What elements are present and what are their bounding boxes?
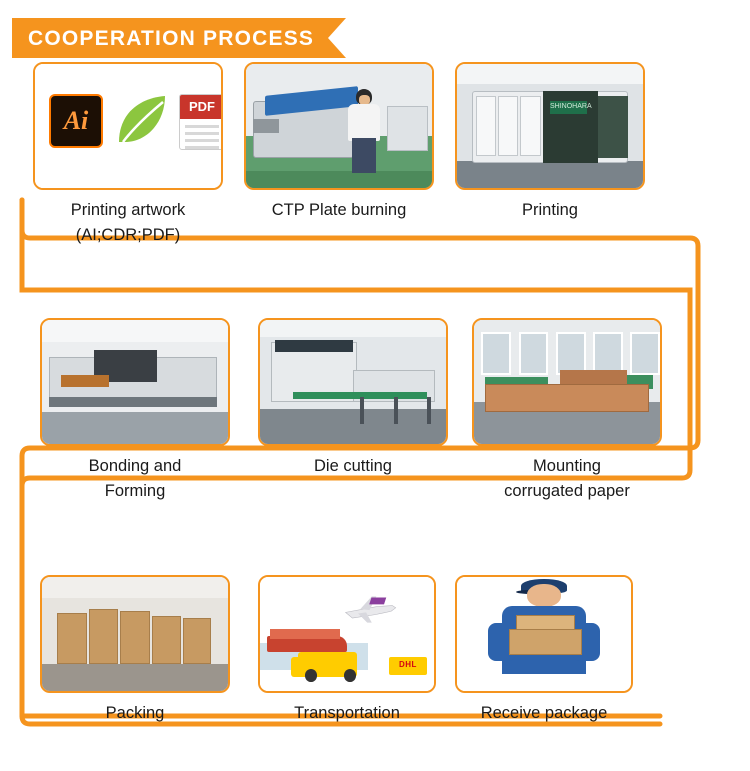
coreldraw-leaf-icon [113, 92, 171, 150]
adobe-illustrator-icon: Ai [49, 94, 103, 148]
process-step-2: CTP Plate burning [244, 62, 434, 223]
process-step-1: Ai PDF Printing artwork (AI;CDR;PDF) [33, 62, 223, 248]
step-3-image: SHINOHARA [455, 62, 645, 190]
step-9-image [455, 575, 633, 693]
step-1-image: Ai PDF [33, 62, 223, 190]
step-2-image [244, 62, 434, 190]
step-7-caption: Packing [105, 704, 165, 722]
step-8-image: DHL [258, 575, 436, 693]
process-step-5: Die cutting [258, 318, 448, 479]
pdf-file-icon: PDF [179, 94, 221, 150]
header-arrow-tail [328, 18, 347, 58]
process-step-7: Packing [40, 575, 230, 726]
step-5-caption: Die cutting [314, 457, 392, 475]
step-4-caption: Bonding and Forming [88, 457, 182, 500]
step-7-image [40, 575, 230, 693]
page-title: COOPERATION PROCESS [28, 26, 315, 50]
process-step-9: Receive package [455, 575, 633, 726]
airplane-icon [326, 593, 413, 627]
step-6-caption: Mounting corrugated paper [504, 457, 630, 500]
step-1-caption: Printing artwork (AI;CDR;PDF) [70, 201, 186, 244]
process-step-6: Mounting corrugated paper [472, 318, 662, 504]
dhl-courier-van: DHL [388, 656, 428, 676]
step-8-caption: Transportation [294, 704, 400, 722]
process-step-3: SHINOHARA Printing [455, 62, 645, 223]
process-step-4: Bonding and Forming [40, 318, 230, 504]
page-header: COOPERATION PROCESS [12, 18, 347, 58]
step-6-image [472, 318, 662, 446]
press-brand-label: SHINOHARA [550, 101, 592, 114]
step-5-image [258, 318, 448, 446]
dhl-label: DHL [398, 659, 417, 669]
step-4-image [40, 318, 230, 446]
header-bar: COOPERATION PROCESS [12, 18, 329, 58]
step-3-caption: Printing [522, 201, 578, 219]
step-2-caption: CTP Plate burning [271, 201, 407, 219]
process-step-8: DHL Transportation [258, 575, 436, 726]
step-9-caption: Receive package [480, 704, 608, 722]
